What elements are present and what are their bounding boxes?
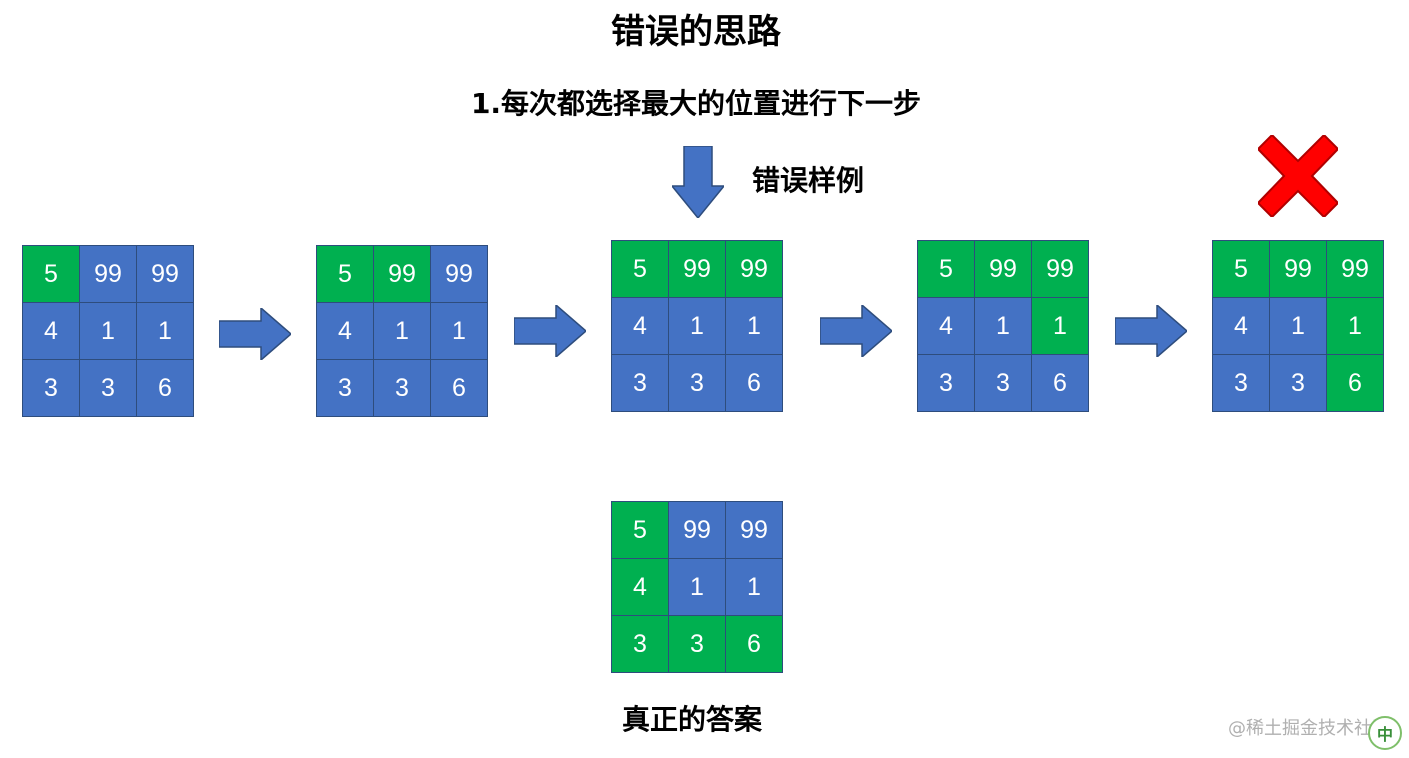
grid-cell: 3 [975,355,1031,411]
grid-cell: 99 [669,241,725,297]
grid-cell: 1 [374,303,430,359]
grid-cell: 99 [1270,241,1326,297]
grid-cell: 3 [317,360,373,416]
grid-cell: 1 [1032,298,1088,354]
grid-cell: 1 [1270,298,1326,354]
grid-cell: 3 [374,360,430,416]
grid-cell: 99 [374,246,430,302]
grid-cell: 5 [317,246,373,302]
grid-cell: 1 [726,559,782,615]
grid-cell: 5 [1213,241,1269,297]
grid-cell: 6 [1032,355,1088,411]
grid-cell: 99 [975,241,1031,297]
grid-cell: 99 [669,502,725,558]
grid-cell: 1 [1327,298,1383,354]
grid-cell: 5 [23,246,79,302]
grid-cell: 4 [612,298,668,354]
grid-cell: 4 [317,303,373,359]
diagram-subtitle: 1.每次都选择最大的位置进行下一步 [470,87,922,120]
grid-cell: 5 [612,502,668,558]
grid-cell: 6 [726,355,782,411]
grid-cell: 6 [726,616,782,672]
grid-cell: 3 [23,360,79,416]
grid-cell: 99 [1032,241,1088,297]
correct-answer-label: 真正的答案 [622,703,763,736]
grid-cell: 99 [726,502,782,558]
right-arrow-icon [219,308,291,360]
grid-cell: 1 [137,303,193,359]
wrong-example-label: 错误样例 [752,164,865,197]
grid-cell: 1 [669,559,725,615]
grid-cell: 4 [612,559,668,615]
grid-cell: 3 [1213,355,1269,411]
wrong-cross-icon [1258,135,1338,217]
grid-cell: 99 [80,246,136,302]
grid-cell: 99 [137,246,193,302]
right-arrow-icon [820,305,892,357]
grid-cell: 3 [669,616,725,672]
grid-cell: 99 [1327,241,1383,297]
grid-cell: 1 [80,303,136,359]
grid-cell: 5 [918,241,974,297]
grid-cell: 99 [431,246,487,302]
grid-cell: 3 [918,355,974,411]
grid-cell: 3 [612,355,668,411]
grid-cell: 4 [918,298,974,354]
watermark-badge-icon: 中 [1368,716,1402,750]
grid-cell: 3 [80,360,136,416]
grid-cell: 3 [669,355,725,411]
grid-cell: 4 [23,303,79,359]
grid-cell: 5 [612,241,668,297]
grid-cell: 6 [431,360,487,416]
watermark: @稀土掘金技术社区 [1228,718,1390,739]
grid-cell: 1 [431,303,487,359]
grid-cell: 1 [726,298,782,354]
grid-cell: 1 [669,298,725,354]
right-arrow-icon [514,305,586,357]
diagram-title: 错误的思路 [611,12,781,52]
grid-cell: 3 [1270,355,1326,411]
down-arrow-icon [672,146,724,218]
grid-cell: 99 [726,241,782,297]
grid-cell: 6 [1327,355,1383,411]
grid-cell: 4 [1213,298,1269,354]
grid-cell: 1 [975,298,1031,354]
grid-cell: 3 [612,616,668,672]
grid-cell: 6 [137,360,193,416]
right-arrow-icon [1115,305,1187,357]
